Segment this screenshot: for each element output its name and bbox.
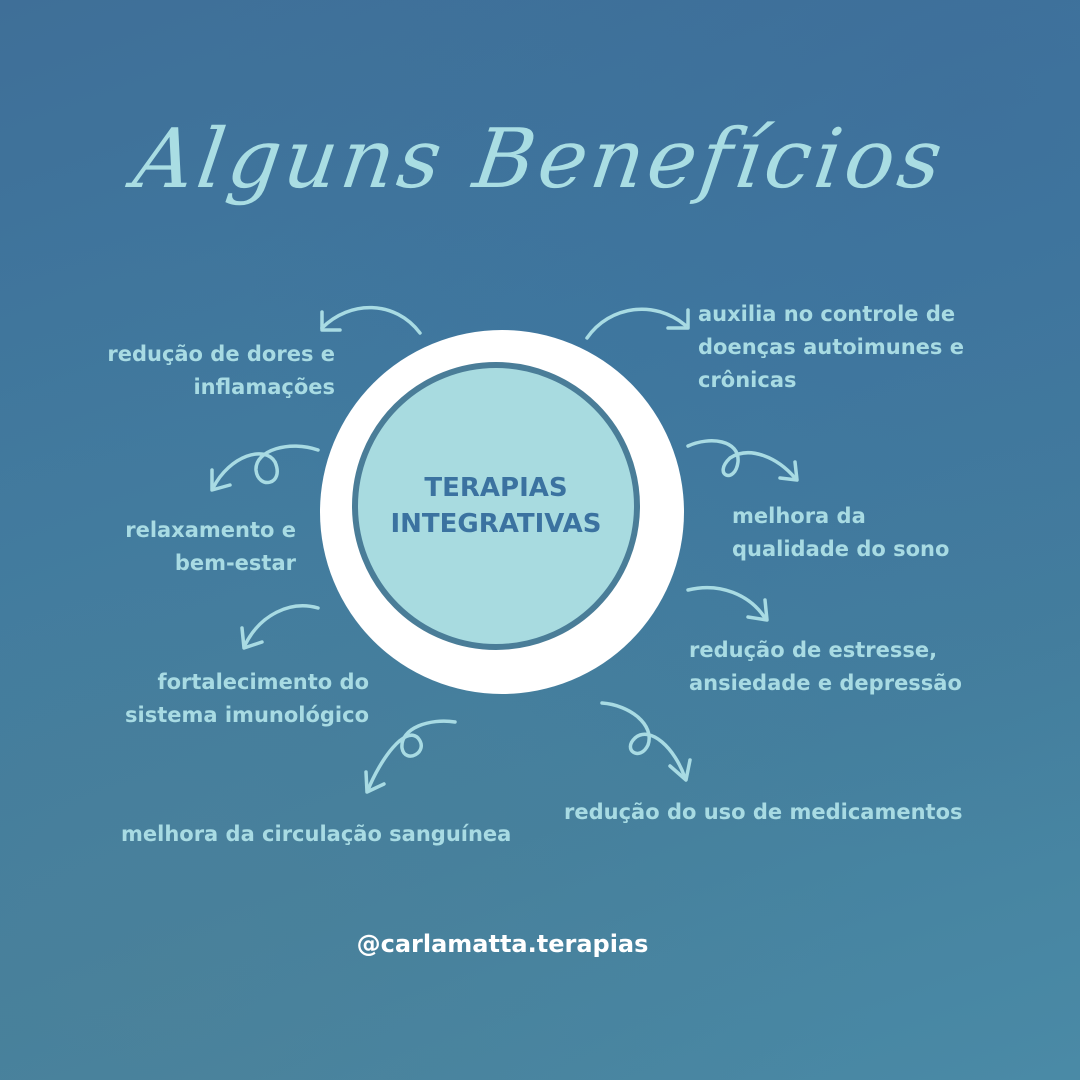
arrow-icon [210,444,320,492]
arrow-icon [686,585,769,622]
center-label-line1: TERAPIAS [424,473,568,503]
benefit-medication: redução do uso de medicamentos [564,800,963,824]
arrow-icon [686,439,799,482]
benefit-sleep: melhora da qualidade do sono [732,504,950,561]
benefit-circulation: melhora da circulação sanguínea [121,822,512,846]
center-circle: TERAPIAS INTEGRATIVAS [352,362,640,650]
arrow-icon [600,701,692,782]
benefit-pain-inflammation: redução de dores e inflamações [107,342,335,399]
benefit-relaxation: relaxamento e bem-estar [125,518,296,575]
arrow-icon [585,307,690,340]
benefit-stress: redução de estresse, ansiedade e depress… [689,638,962,695]
social-handle: @carlamatta.terapias [356,930,649,958]
benefit-autoimmune: auxilia no controle de doenças autoimune… [698,302,964,392]
arrow-icon [240,604,320,650]
center-label-line2: INTEGRATIVAS [390,509,602,539]
center-label: TERAPIAS INTEGRATIVAS [390,470,601,542]
arrow-icon [320,305,422,335]
benefit-immune: fortalecimento do sistema imunológico [125,670,369,727]
arrow-icon [364,719,457,794]
